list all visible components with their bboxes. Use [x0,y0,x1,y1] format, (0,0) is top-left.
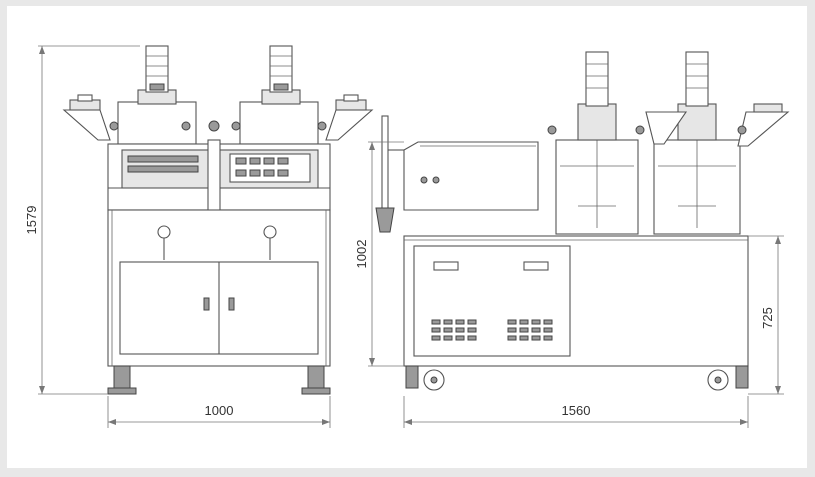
front-left-funnel-cap [77,94,93,102]
front-left-motor [145,45,169,93]
side-left-motor-base [577,103,617,141]
front-left-gauge [157,225,171,239]
side-left-motor [585,51,609,107]
front-left-foot [113,365,131,389]
front-mixer-column [207,139,221,217]
front-right-gauge [263,225,277,239]
front-right-foot [307,365,325,389]
front-left-door-handle [203,297,210,311]
side-control-housing [403,141,539,211]
side-right-motor-base [677,103,717,141]
front-height-label: 1579 [24,206,39,235]
side-right-foot [735,365,749,389]
side-vent-right [507,319,553,341]
front-right-motor [269,45,293,93]
side-mid-funnel [645,111,688,145]
side-width-label: 1560 [562,403,591,418]
front-right-tank-top [239,101,319,145]
side-right-motor [685,51,709,107]
front-view [38,45,374,428]
side-frame-height-label: 725 [760,307,775,329]
side-mixer-head [375,207,395,233]
front-right-funnel-cap [343,94,359,102]
side-vent-left [431,319,477,341]
side-left-foot [405,365,419,389]
front-right-door-handle [228,297,235,311]
side-total-height-label: 1002 [354,240,369,269]
side-view [368,51,790,428]
front-width-label: 1000 [205,403,234,418]
